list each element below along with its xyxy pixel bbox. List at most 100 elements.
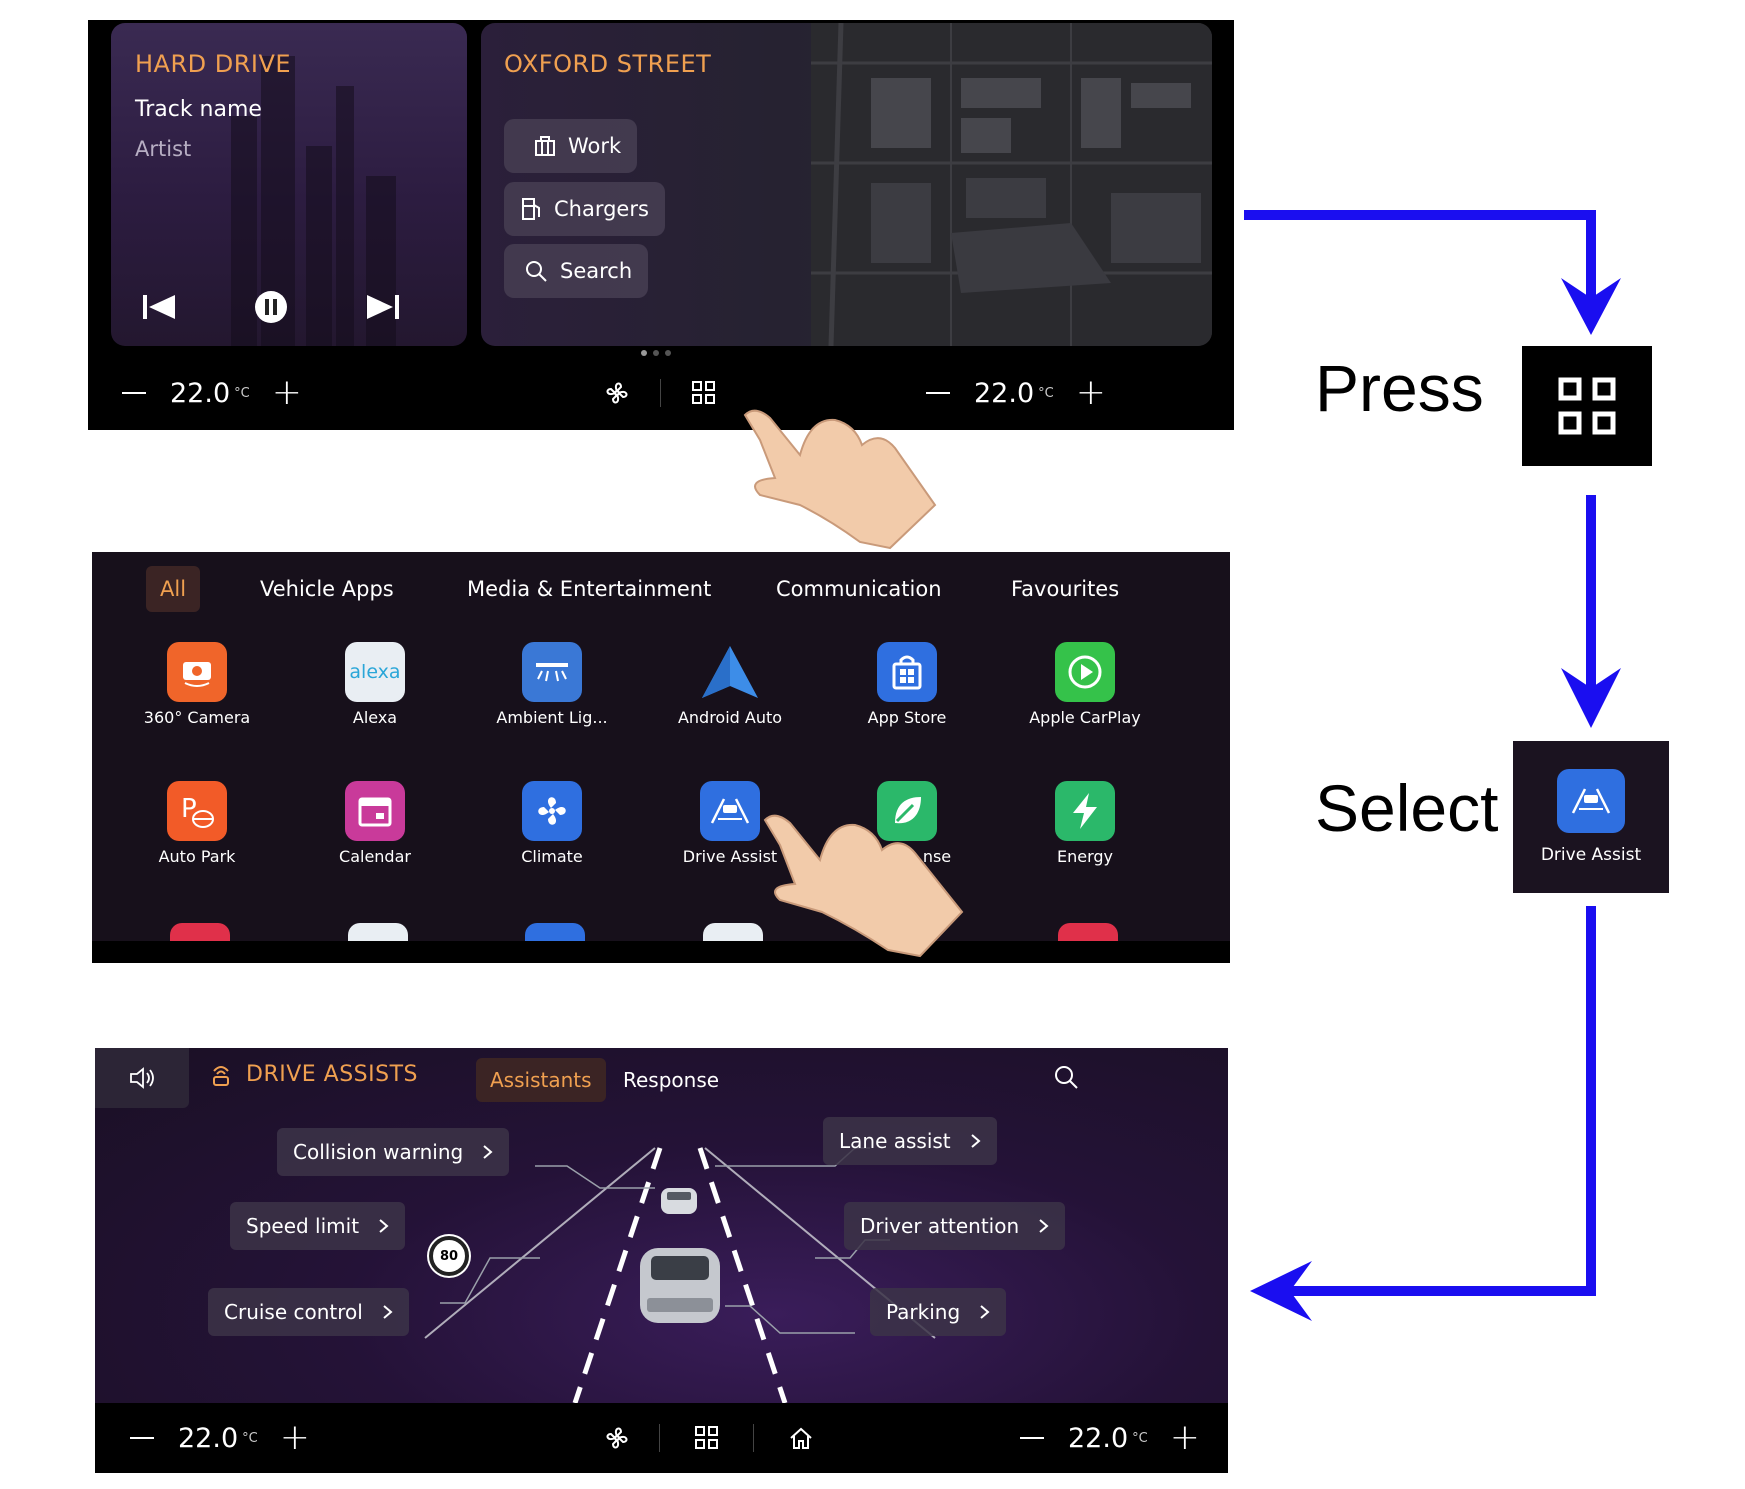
home-screen: HARD DRIVE Track name Artist	[88, 20, 1234, 430]
pause-icon[interactable]	[249, 285, 293, 329]
app-label: App Store	[867, 708, 947, 727]
app-icon-partial[interactable]	[170, 923, 230, 943]
app-ecosense[interactable]: nse	[822, 781, 992, 866]
search-label: Search	[560, 259, 633, 283]
temp-unit: °C	[242, 1430, 258, 1446]
driver-assist-icon	[213, 1065, 229, 1086]
tab-assistants[interactable]: Assistants	[476, 1058, 606, 1102]
fan-icon[interactable]	[600, 1421, 634, 1455]
apps-grid-icon[interactable]	[690, 1421, 724, 1455]
previous-track-icon[interactable]	[137, 285, 181, 329]
app-icon-partial[interactable]	[1058, 923, 1118, 943]
map-card[interactable]: OXFORD STREET Work Chargers Search	[481, 23, 1212, 346]
chargers-label: Chargers	[554, 197, 649, 221]
app-label: Energy	[1056, 847, 1113, 866]
increase-temp-button[interactable]: +	[279, 1417, 310, 1458]
app-auto-park[interactable]: P Auto Park	[112, 781, 282, 866]
app-icon-partial[interactable]	[703, 923, 763, 943]
app-label: Ambient Lig...	[496, 708, 608, 727]
drive-assists-title: DRIVE ASSISTS	[210, 1062, 418, 1087]
temp-unit: °C	[1038, 385, 1054, 401]
feature-label: Speed limit	[246, 1214, 360, 1238]
home-icon[interactable]	[784, 1421, 818, 1455]
decrease-temp-button[interactable]	[130, 1437, 154, 1439]
tab-response[interactable]: Response	[623, 1068, 720, 1092]
parking-button[interactable]: Parking	[870, 1288, 1007, 1336]
app-label: Alexa	[352, 708, 398, 727]
app-energy[interactable]: Energy	[1000, 781, 1170, 866]
fuel-pump-icon	[522, 198, 540, 220]
climate-bar: 22.0 °C + 22.0 °C +	[95, 1403, 1228, 1473]
app-label: 360° Camera	[143, 708, 251, 727]
tab-media-entertainment[interactable]: Media & Entertainment	[467, 577, 712, 601]
store-bag-icon	[877, 642, 937, 702]
speed-limit-button[interactable]: Speed limit	[230, 1202, 406, 1250]
decrease-temp-button[interactable]	[122, 392, 146, 394]
tab-all[interactable]: All	[146, 566, 201, 612]
chargers-shortcut-button[interactable]: Chargers	[504, 182, 665, 236]
increase-temp-button[interactable]: +	[1169, 1417, 1200, 1458]
press-instruction: Press	[1315, 351, 1484, 425]
temp-unit: °C	[1132, 1430, 1148, 1446]
parking-icon: P	[167, 781, 227, 841]
camera-icon	[167, 642, 227, 702]
map-view[interactable]	[811, 23, 1212, 346]
app-icon-partial[interactable]	[525, 923, 585, 943]
select-instruction: Select	[1315, 771, 1499, 845]
increase-temp-button[interactable]: +	[271, 372, 302, 413]
decrease-temp-button[interactable]	[1020, 1437, 1044, 1439]
left-temp-value: 22.0	[170, 377, 231, 409]
app-android-auto[interactable]: Android Auto	[645, 642, 815, 727]
app-drive-assist[interactable]: Drive Assist	[645, 781, 815, 866]
speaker-icon	[130, 1067, 154, 1089]
media-card[interactable]: HARD DRIVE Track name Artist	[111, 23, 467, 346]
app-calendar[interactable]: Calendar	[290, 781, 460, 866]
left-temp-value: 22.0	[178, 1422, 239, 1454]
app-apple-carplay[interactable]: Apple CarPlay	[1000, 642, 1170, 727]
speed-limit-sign: 80	[429, 1236, 469, 1276]
fan-icon[interactable]	[600, 376, 634, 410]
leaf-icon	[877, 781, 937, 841]
press-grid-icon-box	[1522, 346, 1652, 466]
app-label: Drive Assist	[682, 847, 778, 866]
volume-button[interactable]	[95, 1048, 189, 1108]
carplay-icon	[1055, 642, 1115, 702]
search-icon[interactable]	[1053, 1064, 1079, 1094]
chevron-right-icon	[483, 1145, 493, 1159]
decrease-temp-button[interactable]	[926, 392, 950, 394]
collision-warning-button[interactable]: Collision warning	[277, 1128, 510, 1176]
tab-favourites[interactable]: Favourites	[1011, 577, 1120, 601]
feature-label: Parking	[886, 1300, 961, 1324]
lane-assist-button[interactable]: Lane assist	[823, 1117, 997, 1165]
increase-temp-button[interactable]: +	[1075, 372, 1106, 413]
search-shortcut-button[interactable]: Search	[504, 244, 649, 298]
app-app-store[interactable]: App Store	[822, 642, 992, 727]
app-label: Auto Park	[158, 847, 236, 866]
search-icon	[526, 261, 547, 282]
cruise-control-button[interactable]: Cruise control	[208, 1288, 409, 1336]
app-icon-partial[interactable]	[348, 923, 408, 943]
hand-pointer-icon	[743, 409, 937, 550]
app-category-tabs: All Vehicle Apps Media & Entertainment C…	[92, 552, 1230, 624]
chevron-right-icon	[1039, 1219, 1049, 1233]
chevron-right-icon	[383, 1305, 393, 1319]
app-360-camera[interactable]: 360° Camera	[112, 642, 282, 727]
climate-bar: 22.0 °C + 22.0 °C +	[88, 356, 1234, 430]
apps-grid-icon[interactable]	[687, 376, 721, 410]
app-label: nse	[922, 847, 952, 866]
feature-label: Lane assist	[839, 1129, 951, 1153]
artist-name: Artist	[135, 137, 192, 161]
work-shortcut-button[interactable]: Work	[504, 119, 638, 173]
right-temperature: 22.0 °C +	[1020, 1420, 1200, 1456]
tab-vehicle-apps[interactable]: Vehicle Apps	[260, 577, 394, 601]
app-climate[interactable]: Climate	[467, 781, 637, 866]
driver-attention-button[interactable]: Driver attention	[844, 1202, 1066, 1250]
app-alexa[interactable]: alexa Alexa	[290, 642, 460, 727]
left-temperature: 22.0 °C +	[130, 1420, 310, 1456]
temp-unit: °C	[234, 385, 250, 401]
tab-communication[interactable]: Communication	[776, 577, 942, 601]
light-icon	[522, 642, 582, 702]
apps-grid-icon	[1558, 377, 1616, 435]
app-ambient-lighting[interactable]: Ambient Lig...	[467, 642, 637, 727]
next-track-icon[interactable]	[361, 285, 405, 329]
